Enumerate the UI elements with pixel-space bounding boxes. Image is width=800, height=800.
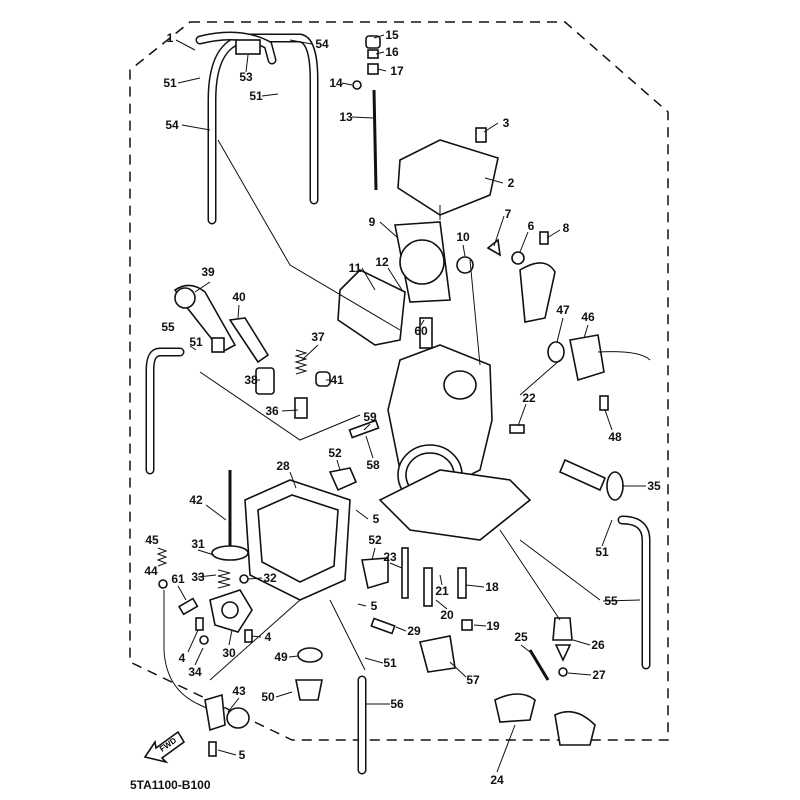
assembly-boundary (129, 21, 669, 741)
callout-26: 26 (591, 638, 605, 652)
callout-33: 33 (191, 570, 205, 584)
callout-48: 48 (608, 430, 622, 444)
callout-54: 54 (165, 118, 179, 132)
callout-56: 56 (390, 697, 404, 711)
callout-51: 51 (163, 76, 177, 90)
callout-39: 39 (201, 265, 215, 279)
callout-46: 46 (581, 310, 595, 324)
callout-23: 23 (383, 550, 397, 564)
callout-61: 61 (171, 572, 185, 586)
callout-5: 5 (370, 599, 378, 613)
callout-57: 57 (466, 673, 480, 687)
callout-44: 44 (144, 564, 158, 578)
callout-10: 10 (456, 230, 470, 244)
callout-31: 31 (191, 537, 205, 551)
callout-51: 51 (249, 89, 263, 103)
callout-53: 53 (239, 70, 253, 84)
callout-3: 3 (502, 116, 510, 130)
callout-4: 4 (178, 651, 186, 665)
vent-hoses (195, 31, 319, 225)
callout-19: 19 (486, 619, 500, 633)
callout-25: 25 (514, 630, 528, 644)
carburetor-body (378, 317, 532, 541)
callout-51: 51 (595, 545, 609, 559)
callout-42: 42 (189, 493, 203, 507)
fwd-arrow: FWD (143, 730, 186, 764)
callout-60: 60 (414, 324, 428, 338)
callout-36: 36 (265, 404, 279, 418)
callout-20: 20 (440, 608, 454, 622)
callout-5: 5 (372, 512, 380, 526)
callout-6: 6 (527, 219, 535, 233)
callout-1: 1 (166, 31, 174, 45)
callout-58: 58 (366, 458, 380, 472)
callout-38: 38 (244, 373, 258, 387)
callout-17: 17 (390, 64, 404, 78)
callout-51: 51 (189, 335, 203, 349)
callout-30: 30 (222, 646, 236, 660)
callout-29: 29 (407, 624, 421, 638)
callout-4: 4 (264, 630, 272, 644)
callout-37: 37 (311, 330, 325, 344)
callout-9: 9 (368, 215, 376, 229)
callout-21: 21 (435, 584, 449, 598)
callout-45: 45 (145, 533, 159, 547)
drawing-code: 5TA1100-B100 (130, 778, 211, 792)
callout-52: 52 (368, 533, 382, 547)
callout-51: 51 (383, 656, 397, 670)
callout-52: 52 (328, 446, 342, 460)
callout-2: 2 (507, 176, 515, 190)
callout-55: 55 (604, 594, 618, 608)
callout-32: 32 (263, 571, 277, 585)
callout-11: 11 (348, 261, 362, 275)
callout-41: 41 (330, 373, 344, 387)
callout-55: 55 (161, 320, 175, 334)
callout-35: 35 (647, 479, 661, 493)
callout-8: 8 (562, 221, 570, 235)
callout-12: 12 (375, 255, 389, 269)
top-cover (397, 139, 499, 216)
callout-18: 18 (485, 580, 499, 594)
callout-54: 54 (315, 37, 329, 51)
callout-27: 27 (592, 668, 606, 682)
callout-7: 7 (504, 207, 512, 221)
leader-lines (175, 34, 646, 773)
callout-5: 5 (238, 748, 246, 762)
callout-59: 59 (363, 410, 377, 424)
callout-49: 49 (274, 650, 288, 664)
callout-14: 14 (329, 76, 343, 90)
callout-34: 34 (188, 665, 202, 679)
callout-28: 28 (276, 459, 290, 473)
callout-16: 16 (385, 45, 399, 59)
callout-40: 40 (232, 290, 246, 304)
callout-13: 13 (339, 110, 353, 124)
callout-22: 22 (522, 391, 536, 405)
callout-50: 50 (261, 690, 275, 704)
callout-47: 47 (556, 303, 570, 317)
callout-24: 24 (490, 773, 504, 787)
callout-15: 15 (385, 28, 399, 42)
callout-43: 43 (232, 684, 246, 698)
